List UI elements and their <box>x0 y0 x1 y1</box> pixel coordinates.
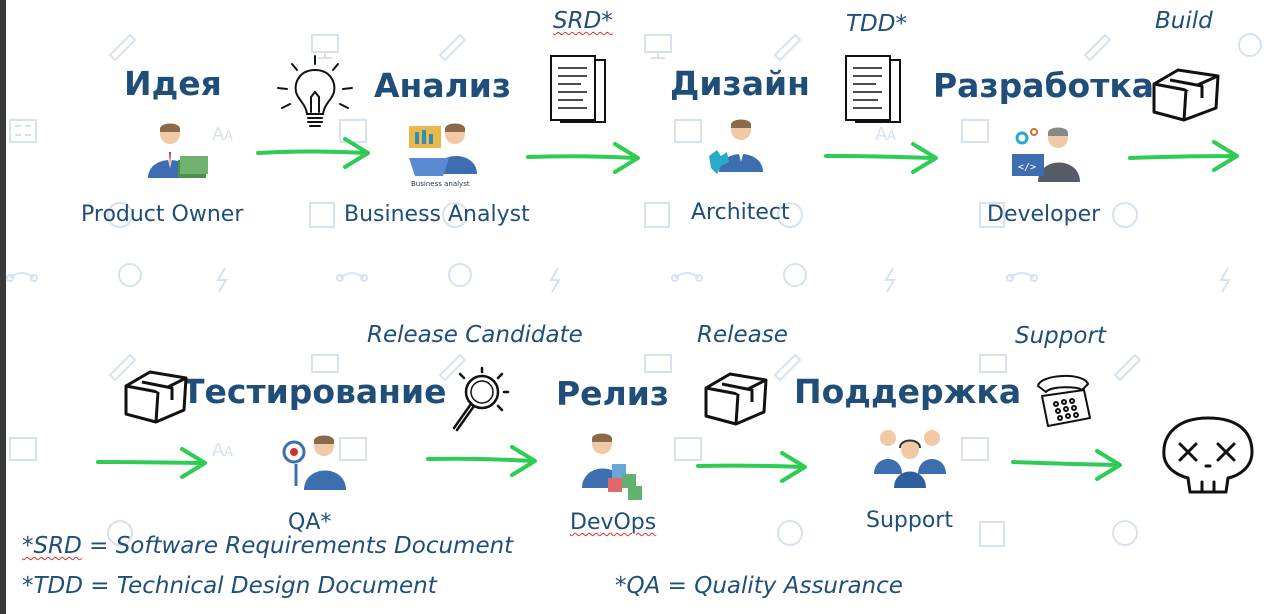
svg-text:A: A <box>212 124 225 145</box>
arrow-icon <box>426 445 537 477</box>
arrow-icon <box>256 137 370 169</box>
arrow-icon <box>1011 449 1122 481</box>
arrow-icon <box>96 447 207 479</box>
person-icon <box>148 123 208 178</box>
role-support: Support <box>866 508 953 533</box>
person-icon: </> <box>1012 127 1080 182</box>
note-tdd-definition: *TDD = Technical Design Document <box>22 573 437 599</box>
role-devops: DevOps <box>570 510 657 535</box>
stage-testing: Тестирование <box>182 372 447 411</box>
stage-analysis: Анализ <box>374 66 512 105</box>
artifact-tdd: TDD* <box>846 11 907 37</box>
telephone-icon <box>1037 374 1091 427</box>
role-product-owner: Product Owner <box>81 202 244 227</box>
artifact-release-candidate: Release Candidate <box>367 322 583 348</box>
person-icon: Business analyst <box>409 123 477 188</box>
artifact-release: Release <box>697 322 788 348</box>
svg-text:A: A <box>224 129 233 144</box>
svg-text:A: A <box>887 129 896 144</box>
arrow-icon <box>696 451 807 483</box>
lightbulb-icon <box>277 55 353 127</box>
stage-support: Поддержка <box>794 372 1022 411</box>
magnifier-icon <box>452 366 510 432</box>
person-icon <box>709 119 763 174</box>
person-icon <box>582 433 642 500</box>
stage-release: Релиз <box>556 374 670 413</box>
role-developer: Developer <box>987 202 1101 227</box>
svg-text:A: A <box>212 440 225 461</box>
arrow-icon <box>1128 140 1239 172</box>
arrow-icon <box>526 142 640 174</box>
box-icon <box>124 370 188 424</box>
role-qa: QA* <box>288 510 332 535</box>
box-icon <box>704 372 768 426</box>
role-business-analyst: Business Analyst <box>344 202 530 227</box>
document-icon <box>550 55 606 123</box>
artifact-support: Support <box>1015 323 1106 349</box>
stage-development: Разработка <box>933 66 1155 105</box>
arrow-icon <box>824 142 938 174</box>
person-icon <box>282 435 346 490</box>
business-analyst-caption: Business analyst <box>411 180 470 188</box>
svg-text:A: A <box>875 124 888 145</box>
svg-text:</>: </> <box>1018 162 1036 173</box>
document-icon <box>845 55 901 123</box>
skull-icon <box>1162 416 1254 494</box>
stage-idea: Идея <box>124 64 222 103</box>
person-icon <box>874 430 946 488</box>
svg-text:A: A <box>224 445 233 460</box>
artifact-srd: SRD* <box>553 8 613 34</box>
stage-design: Дизайн <box>670 64 810 103</box>
note-srd-definition: *SRD = Software Requirements Document <box>22 533 514 559</box>
box-icon <box>1152 68 1220 122</box>
role-architect: Architect <box>691 200 790 225</box>
window-left-edge <box>0 0 6 614</box>
note-qa-definition: *QA = Quality Assurance <box>615 573 903 599</box>
artifact-build: Build <box>1155 8 1213 34</box>
